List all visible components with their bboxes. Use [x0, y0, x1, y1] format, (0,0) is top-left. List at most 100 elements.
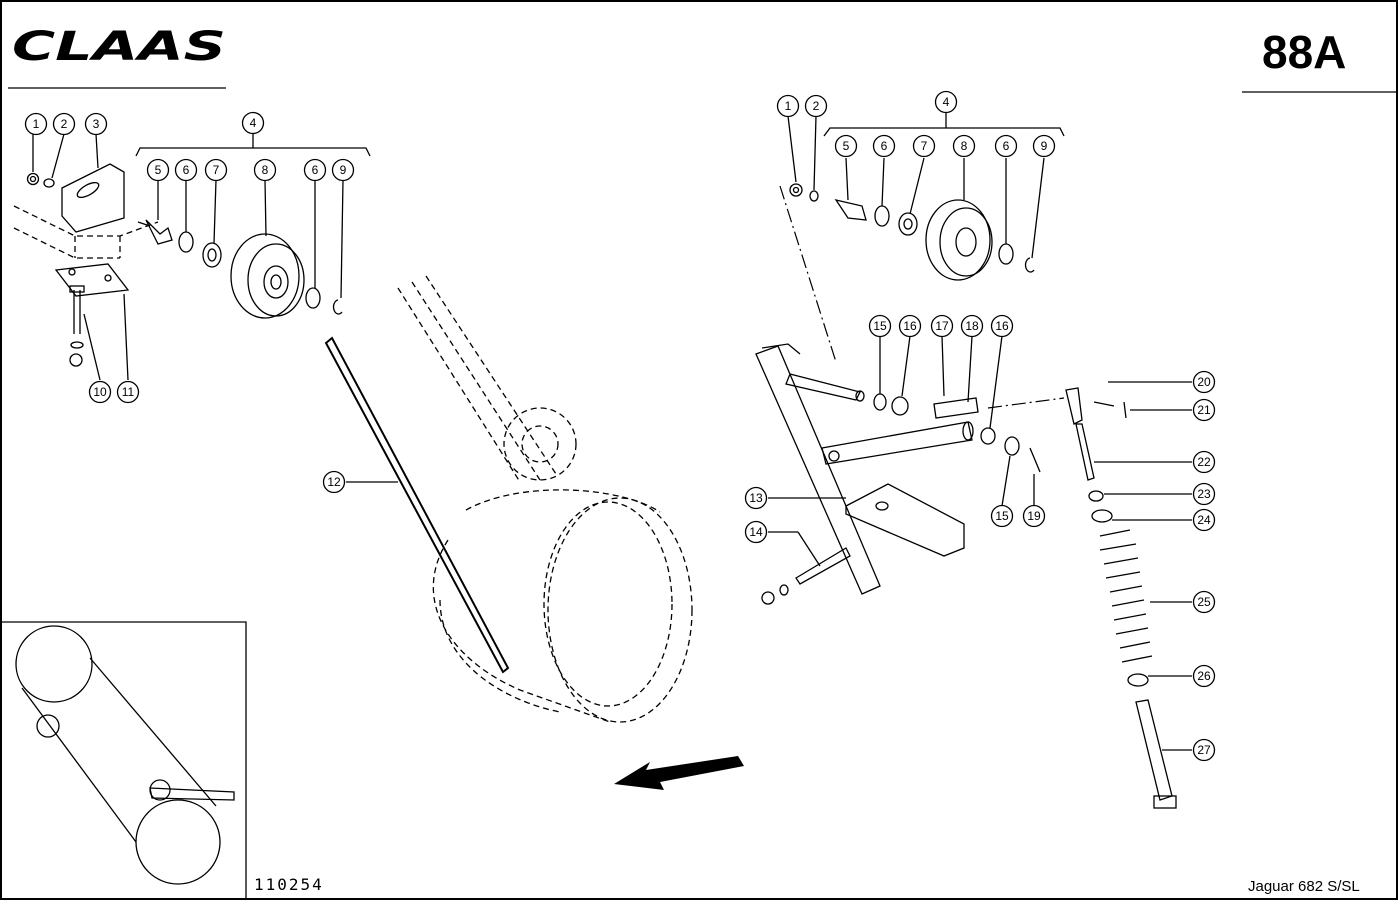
callout-circle — [241, 111, 265, 135]
callout-circle — [174, 158, 198, 182]
callout-number: 6 — [1003, 139, 1010, 153]
callout-left-7: 7 — [204, 158, 228, 182]
callout-left-5: 5 — [146, 158, 170, 182]
callout-number: 9 — [340, 163, 347, 177]
callout-number: 7 — [921, 139, 928, 153]
callout-number: 11 — [122, 385, 135, 399]
callout-right-23: 23 — [1192, 482, 1216, 506]
callout-circle — [253, 158, 277, 182]
callout-right-19: 19 — [1022, 504, 1046, 528]
callout-number: 19 — [1027, 509, 1041, 523]
callout-circle — [868, 314, 892, 338]
callout-circle — [1192, 370, 1216, 394]
callout-right-15: 15 — [990, 504, 1014, 528]
callout-circle — [24, 112, 48, 136]
callout-number: 10 — [93, 385, 107, 399]
callout-circle — [116, 380, 140, 404]
callout-left-8: 8 — [253, 158, 277, 182]
callout-circle — [776, 94, 800, 118]
callout-right-14: 14 — [744, 520, 768, 544]
callout-circle — [1032, 134, 1056, 158]
callout-number: 18 — [965, 319, 979, 333]
callout-circle — [1192, 590, 1216, 614]
callout-number: 8 — [262, 163, 269, 177]
callout-left-11: 11 — [116, 380, 140, 404]
callout-circle — [934, 90, 958, 114]
callout-circle — [1192, 738, 1216, 762]
callout-circle — [1192, 450, 1216, 474]
callout-number: 6 — [183, 163, 190, 177]
callout-circle — [1192, 482, 1216, 506]
callout-circle — [322, 470, 346, 494]
callout-circle — [146, 158, 170, 182]
callout-number: 22 — [1197, 455, 1211, 469]
callout-circle — [1192, 398, 1216, 422]
callout-right-26: 26 — [1192, 664, 1216, 688]
callout-right-13: 13 — [744, 486, 768, 510]
callout-circle — [930, 314, 954, 338]
callout-circle — [994, 134, 1018, 158]
direction-arrow-icon — [614, 756, 744, 790]
callout-circle — [952, 134, 976, 158]
callout-number: 7 — [213, 163, 220, 177]
callout-number: 17 — [935, 319, 949, 333]
callout-number: 2 — [61, 117, 68, 131]
callout-circle — [990, 504, 1014, 528]
callout-circle — [898, 314, 922, 338]
callout-circle — [331, 158, 355, 182]
callout-left-6: 6 — [303, 158, 327, 182]
callout-number: 4 — [250, 116, 257, 130]
callout-number: 6 — [881, 139, 888, 153]
callout-right-21: 21 — [1192, 398, 1216, 422]
callout-number: 25 — [1197, 595, 1211, 609]
callout-left-10: 10 — [88, 380, 112, 404]
callout-right-16: 16 — [898, 314, 922, 338]
callout-right-5: 5 — [834, 134, 858, 158]
callout-right-8: 8 — [952, 134, 976, 158]
callout-circle — [1192, 508, 1216, 532]
callout-right-9: 9 — [1032, 134, 1056, 158]
callout-left-3: 3 — [84, 112, 108, 136]
left-assembly — [13, 133, 510, 674]
callout-left-6: 6 — [174, 158, 198, 182]
callout-circle — [744, 486, 768, 510]
callout-number: 21 — [1197, 403, 1211, 417]
callout-number: 13 — [749, 491, 763, 505]
drum-dashed — [397, 275, 693, 723]
callout-right-20: 20 — [1192, 370, 1216, 394]
callout-right-27: 27 — [1192, 738, 1216, 762]
callout-circle — [872, 134, 896, 158]
callout-circle — [804, 94, 828, 118]
callout-right-4: 4 — [934, 90, 958, 114]
callout-circle — [204, 158, 228, 182]
callout-number: 9 — [1041, 139, 1048, 153]
logo-text: CLAAS — [12, 24, 226, 70]
callout-circle — [84, 112, 108, 136]
callout-circle — [990, 314, 1014, 338]
callout-number: 5 — [155, 163, 162, 177]
callout-right-6: 6 — [872, 134, 896, 158]
callout-number: 5 — [843, 139, 850, 153]
right-assembly — [755, 112, 1192, 809]
callout-number: 8 — [961, 139, 968, 153]
callout-circle — [303, 158, 327, 182]
callout-number: 24 — [1197, 513, 1211, 527]
claas-logo: CLAAS — [12, 24, 226, 70]
callout-number: 26 — [1197, 669, 1211, 683]
callout-number: 16 — [903, 319, 917, 333]
callout-left-2: 2 — [52, 112, 76, 136]
callout-number: 2 — [813, 99, 820, 113]
callout-circle — [960, 314, 984, 338]
callout-number: 12 — [327, 475, 341, 489]
callout-left-4: 4 — [241, 111, 265, 135]
callout-right-25: 25 — [1192, 590, 1216, 614]
callout-number: 27 — [1197, 743, 1211, 757]
callout-number: 15 — [995, 509, 1009, 523]
callout-number: 6 — [312, 163, 319, 177]
callout-number: 1 — [33, 117, 40, 131]
callout-circle — [52, 112, 76, 136]
callout-circle — [834, 134, 858, 158]
callout-right-17: 17 — [930, 314, 954, 338]
callout-circle — [744, 520, 768, 544]
